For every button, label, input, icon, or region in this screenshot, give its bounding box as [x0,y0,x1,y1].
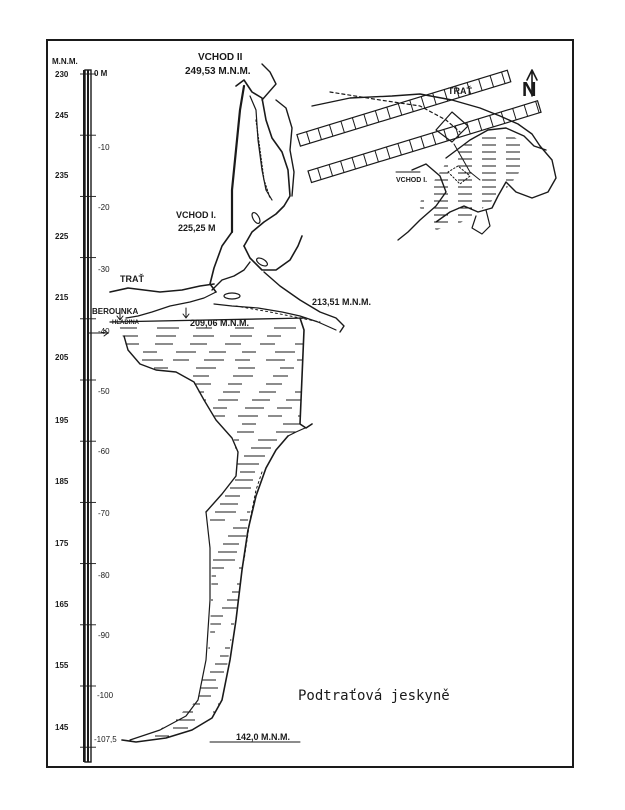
rail-tie [340,160,345,173]
north-label: N [522,79,536,101]
altitude-label: 215 [55,293,69,302]
scale-unit-label: M.N.M. [52,57,78,66]
water-level-arrow [182,307,190,319]
rail-tie [535,101,540,114]
depth-tick: -50 [98,387,110,396]
river-level-word: HLADINA [112,320,140,326]
rail-tie [466,122,471,135]
altitude-label: 165 [55,600,69,609]
altitude-depth-scale [83,69,92,763]
entrance-1-name: VCHOD I. [176,210,216,220]
water-level-line [109,317,307,323]
altitude-label: 225 [55,232,69,241]
rail-tie [455,85,460,98]
depth-tick: -60 [98,447,110,456]
depth-tick: -20 [98,203,110,212]
rail-tie [340,121,345,133]
rail-tie [489,75,495,88]
inset-entrance-label: VCHOD I. [396,177,427,184]
rail-tie [362,153,368,166]
rail-tie [477,118,483,131]
entrance-2-name: VCHOD II [198,52,243,63]
altitude-label: 245 [55,111,69,120]
rail-tie [363,114,368,126]
bottom-level-label: 142,0 M.N.M. [236,732,290,742]
cave-profile [109,63,345,743]
inset-plan [296,69,557,241]
railway-track [296,69,542,184]
scale-zero-label: 0 M [94,69,108,78]
altitude-label: 235 [55,171,69,180]
north-arrow-icon: N [522,69,538,101]
depth-tick: -30 [98,265,110,274]
figure-frame [46,39,574,768]
altitude-label: 205 [55,353,69,362]
depth-tick: -10 [98,143,110,152]
level-pointer [87,329,109,337]
track-label: TRAŤ [120,273,144,284]
depth-tick: -40 [98,327,110,336]
rail-tie [408,139,414,152]
rail-tie [409,99,414,112]
altitude-label: 155 [55,661,69,670]
rail-tie [397,103,403,116]
rail-tie [501,71,506,84]
altitude-label: 195 [55,416,69,425]
rail-tie [420,136,425,149]
altitude-label: 185 [55,477,69,486]
figure-title: Podtraťová jeskyně [298,688,450,704]
right-level-label: 213,51 M.N.M. [312,297,371,307]
rail-tie [328,124,334,137]
rail-tie [386,107,391,119]
water-hatching [118,327,305,737]
rail-tie [443,129,448,142]
rail-tie [489,115,494,128]
rail-tie [397,143,402,156]
river-label: BEROUNKA [92,307,138,316]
altitude-label: 175 [55,539,69,548]
entrance-1-altitude: 225,25 M [178,223,216,233]
inset-track-label: TRAŤ [448,85,472,96]
rail-tie [305,131,311,144]
rail-tie [466,82,472,95]
rail-tie [420,96,426,109]
rail-tie [478,78,483,91]
depth-tick: -107,5 [94,735,117,744]
rail-tie [351,157,356,170]
depth-tick: -100 [97,691,114,700]
scale-top-altitude: 230 [55,70,69,79]
rail-tie [374,110,380,123]
rail-tie [512,108,517,121]
railway-ties [305,71,540,180]
rail-tie [328,164,334,177]
rail-tie [351,117,357,130]
rail-tie [523,104,529,117]
entrance-2-altitude: 249,53 M.N.M. [185,66,251,77]
rail-tie [317,128,322,140]
rail-tie [432,92,437,105]
scale-ticks [80,73,96,748]
rail-tie [317,167,322,180]
water-level-label: 209,06 M.N.M. [190,318,249,328]
rail-tie [374,150,379,163]
depth-tick: -80 [98,571,110,580]
depth-tick: -90 [98,631,110,640]
river-level-arrow [116,309,124,321]
altitude-label: 145 [55,723,69,732]
rail-tie [385,146,391,159]
depth-tick: -70 [98,509,110,518]
rail-tie [431,132,437,145]
